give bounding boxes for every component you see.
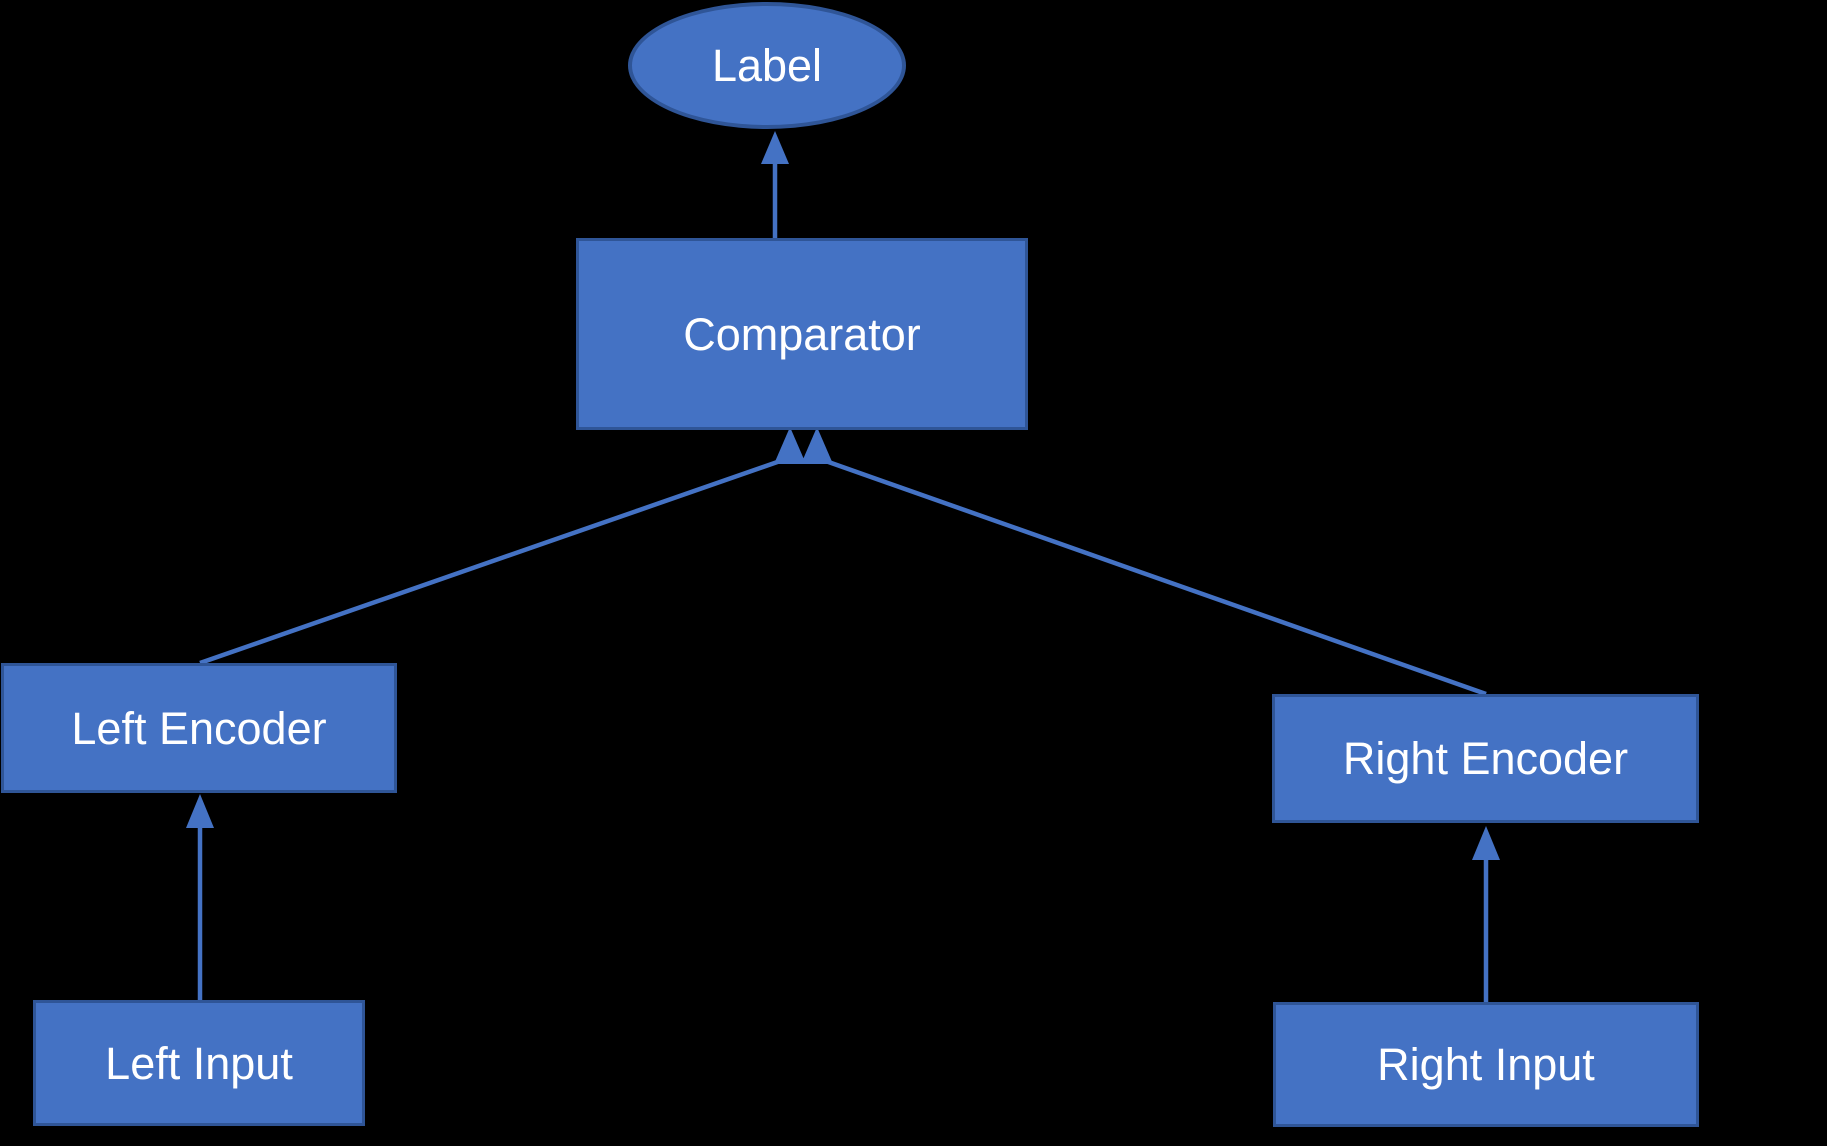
node-comparator-text: Comparator [683, 308, 921, 360]
node-left-input-text: Left Input [105, 1037, 293, 1089]
node-right-encoder-text: Right Encoder [1342, 733, 1629, 784]
node-right-input-text: Right Input [1377, 1039, 1595, 1090]
node-label: Label [628, 2, 906, 129]
arrowhead-up-icon [774, 427, 806, 464]
node-left-encoder-text: Left Encoder [71, 702, 327, 754]
node-left-encoder: Left Encoder [1, 663, 397, 793]
node-right-encoder: Right Encoder [1272, 694, 1699, 823]
arrowhead-up-icon [801, 427, 833, 464]
connector-right-encoder-to-comparator [819, 456, 1487, 697]
arrowhead-up-icon [1472, 826, 1500, 860]
arrowhead-up-icon [186, 794, 214, 828]
arrowhead-up-icon [761, 131, 789, 164]
node-right-input: Right Input [1273, 1002, 1699, 1127]
node-label-text: Label [711, 40, 823, 91]
connector-left-encoder-to-comparator [199, 456, 787, 666]
node-comparator: Comparator [576, 238, 1028, 430]
node-left-input: Left Input [33, 1000, 365, 1126]
